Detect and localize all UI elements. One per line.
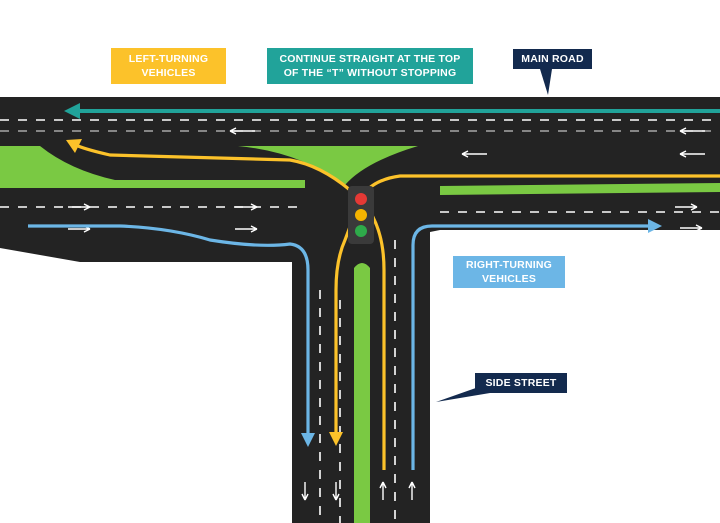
straight-arrowhead-icon xyxy=(64,103,80,119)
label-line: MAIN ROAD xyxy=(521,53,584,65)
label-line: SIDE STREET xyxy=(485,377,557,389)
median-triangle xyxy=(238,146,418,185)
median-west xyxy=(0,146,305,188)
lane-arrow-west-icon xyxy=(679,127,705,135)
right-turn-arrowhead-icon xyxy=(301,433,315,447)
left-turn-path-side xyxy=(77,144,386,470)
right-turn-arrowhead-icon xyxy=(648,219,662,233)
signal-amber-light xyxy=(355,209,367,221)
lane-arrow-north-icon xyxy=(379,481,387,500)
lane-arrow-east-icon xyxy=(235,225,258,233)
lane-arrow-south-icon xyxy=(332,482,340,501)
label-line: CONTINUE STRAIGHT AT THE TOP xyxy=(279,53,461,65)
lane-arrow-east-icon xyxy=(680,224,703,232)
lane-arrow-west-icon xyxy=(461,150,487,158)
lane-arrow-west-icon xyxy=(679,150,705,158)
lane-arrow-south-icon xyxy=(301,482,309,501)
lane-arrow-east-icon xyxy=(675,203,698,211)
lane-arrow-west-icon xyxy=(229,127,255,135)
left-turn-arrowhead-icon xyxy=(329,432,343,446)
label-line: VEHICLES xyxy=(141,67,196,79)
main-road-pointer xyxy=(540,69,552,95)
left-turn-arrowhead-icon xyxy=(66,139,82,153)
lane-arrow-east-icon xyxy=(235,203,258,211)
right-turn-path-side xyxy=(411,224,650,470)
label-line: OF THE “T” WITHOUT STOPPING xyxy=(283,67,457,79)
median-east xyxy=(440,183,720,195)
right-turn-path-main xyxy=(28,224,310,436)
main-road-label: MAIN ROAD xyxy=(513,49,592,69)
lane-arrow-north-icon xyxy=(408,481,416,500)
label-line: VEHICLES xyxy=(481,273,537,285)
label-line: LEFT-TURNING xyxy=(128,53,209,65)
traffic-light-icon xyxy=(348,186,374,244)
signal-red-light xyxy=(355,193,367,205)
label-line: RIGHT-TURNING xyxy=(465,259,552,271)
side-street-label: SIDE STREET xyxy=(475,373,567,393)
lane-direction-arrows xyxy=(68,127,705,501)
median-side-street xyxy=(354,263,370,523)
left-turning-vehicles-label: LEFT-TURNING VEHICLES xyxy=(111,48,226,84)
right-turning-vehicles-label: RIGHT-TURNING VEHICLES xyxy=(453,256,565,288)
lane-arrow-east-icon xyxy=(68,203,91,211)
lane-markings xyxy=(0,119,720,523)
signal-green-light xyxy=(355,225,367,237)
continue-straight-label: CONTINUE STRAIGHT AT THE TOP OF THE “T” … xyxy=(267,48,473,84)
